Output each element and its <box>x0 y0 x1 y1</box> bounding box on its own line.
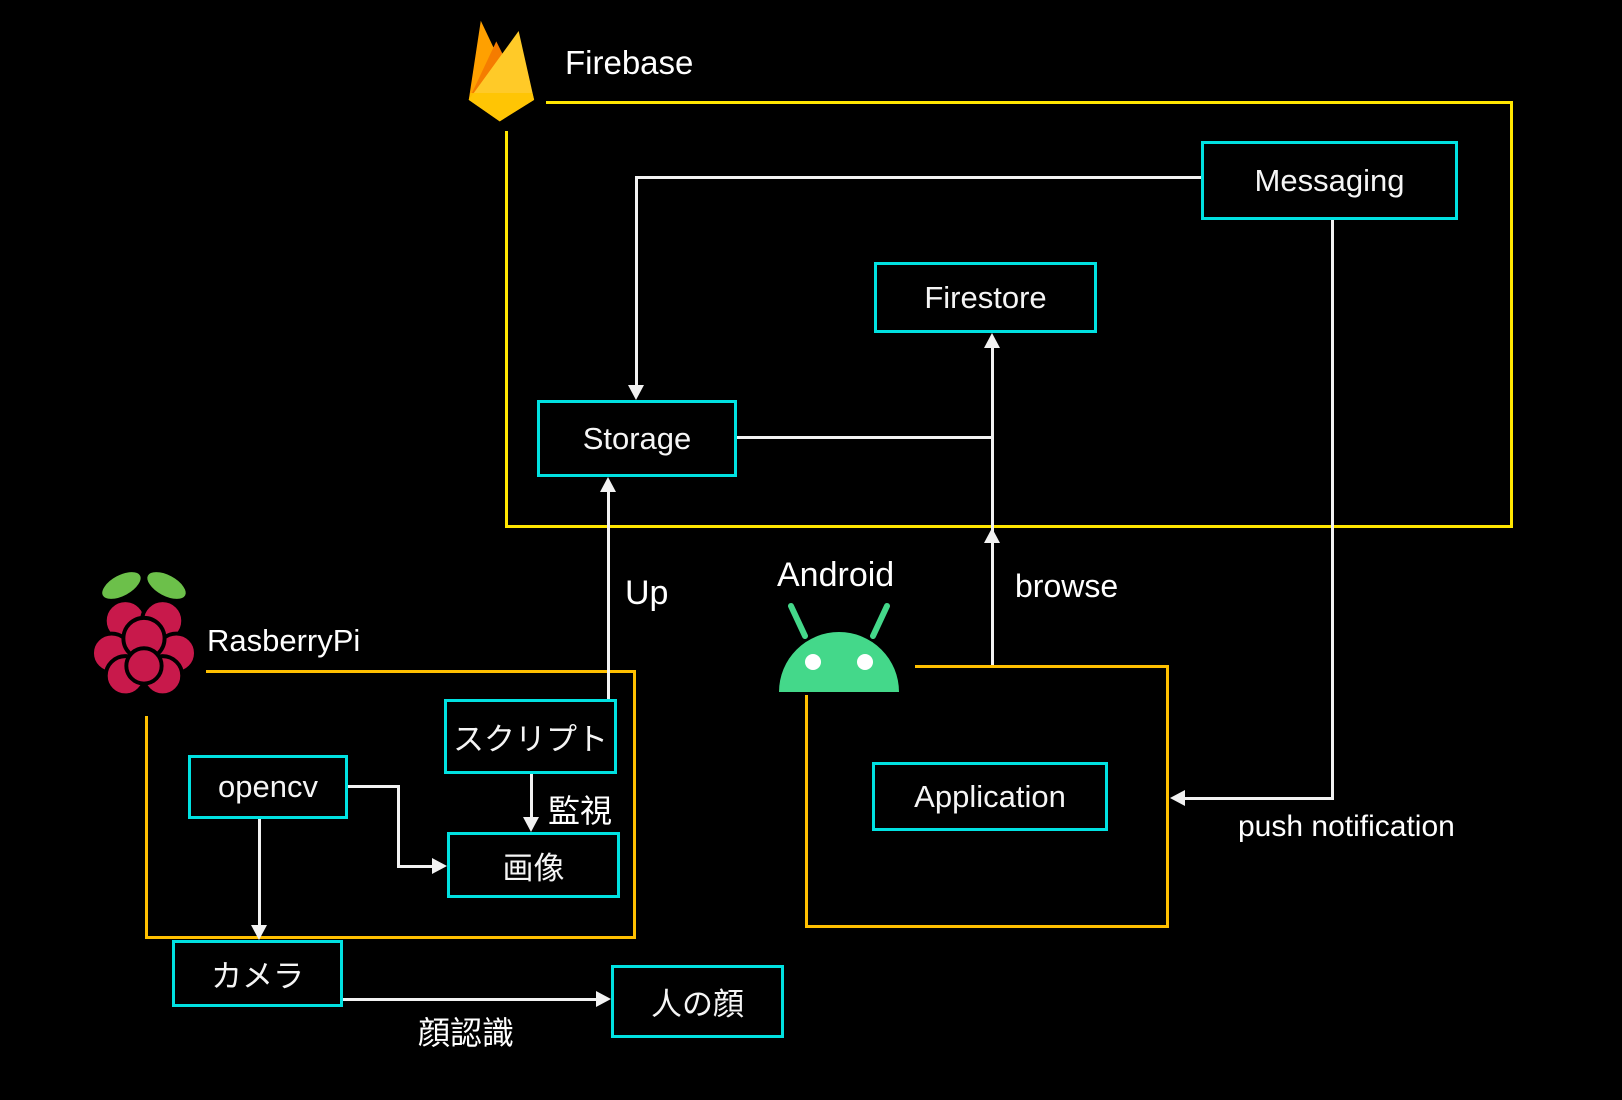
application-node-label: Application <box>914 778 1066 814</box>
raspberrypi-group-box <box>145 670 636 939</box>
camera-top-arrowhead <box>251 925 267 940</box>
messaging-to-storage-line-horizontal <box>635 176 1201 179</box>
firebase-border-arrowhead <box>984 528 1000 543</box>
monitor-edge-label: 監視 <box>548 793 613 829</box>
raspberry-pi-svg <box>90 567 198 698</box>
firestore-node: Firestore <box>874 262 1097 333</box>
android-robot-icon <box>763 592 915 695</box>
up-edge-label: Up <box>625 574 669 612</box>
messaging-to-storage-line-vertical <box>635 176 638 387</box>
firebase-flame-icon <box>450 5 546 131</box>
face-node-label: 人の顔 <box>651 987 744 1022</box>
firestore-node-label: Firestore <box>924 279 1047 315</box>
camera-node-label: カメラ <box>211 959 304 994</box>
android-robot-svg <box>779 602 899 692</box>
push-notification-line-vertical <box>1331 220 1334 800</box>
firebase-group-box <box>505 101 1513 528</box>
face-node: 人の顔 <box>611 965 784 1038</box>
application-node: Application <box>872 762 1108 831</box>
storage-node: Storage <box>537 400 737 477</box>
opencv-to-image-line-h2 <box>397 865 433 868</box>
storage-to-firestore-line-horizontal <box>737 436 993 439</box>
face-left-arrowhead <box>596 991 611 1007</box>
android-group-box <box>805 665 1169 928</box>
opencv-to-camera-line-vertical <box>258 819 261 927</box>
messaging-node: Messaging <box>1201 141 1458 220</box>
camera-to-face-line-horizontal <box>343 998 599 1001</box>
script-node-label: スクリプト <box>453 722 608 757</box>
android-group-label: Android <box>777 556 895 594</box>
firebase-flame-svg <box>468 20 535 122</box>
opencv-to-image-line-h1 <box>348 785 400 788</box>
image-left-arrowhead <box>432 858 447 874</box>
script-to-image-line-vertical <box>530 774 533 819</box>
storage-top-arrowhead <box>628 385 644 400</box>
push-notification-line-horizontal <box>1184 797 1334 800</box>
storage-bottom-arrowhead <box>600 477 616 492</box>
up-line-vertical <box>607 490 610 699</box>
firebase-group-label: Firebase <box>565 44 694 81</box>
messaging-node-label: Messaging <box>1254 162 1405 198</box>
push-notification-edge-label: push notification <box>1238 810 1455 843</box>
opencv-to-image-line-v <box>397 785 400 868</box>
image-node: 画像 <box>447 832 620 898</box>
raspberrypi-group-label: RasberryPi <box>207 623 361 658</box>
face-recognition-edge-label: 顔認識 <box>418 1015 515 1051</box>
opencv-node-label: opencv <box>218 769 318 804</box>
camera-node: カメラ <box>172 940 343 1007</box>
application-right-arrowhead <box>1170 790 1185 806</box>
browse-line-vertical <box>991 346 994 665</box>
script-node: スクリプト <box>444 699 617 774</box>
raspberry-pi-icon <box>80 556 206 716</box>
image-top-arrowhead <box>523 817 539 832</box>
browse-edge-label: browse <box>1015 568 1119 604</box>
opencv-node: opencv <box>188 755 348 819</box>
image-node-label: 画像 <box>502 850 565 886</box>
firestore-bottom-arrowhead <box>984 333 1000 348</box>
storage-node-label: Storage <box>582 420 692 456</box>
